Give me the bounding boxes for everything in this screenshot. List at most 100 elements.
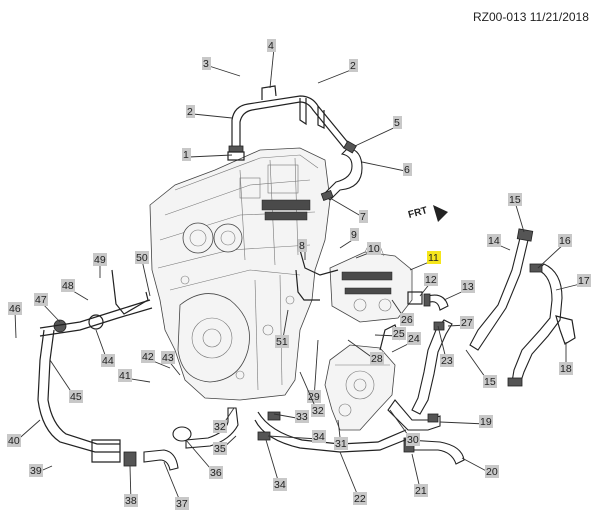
callout-34: 34 [267,430,326,443]
callout-badge-3 [202,57,211,70]
callout-badge-5 [393,116,402,129]
callout-badge-36 [209,466,223,479]
leader-line-3 [208,65,241,77]
callout-label-43: 43 [162,352,174,364]
bracket-50 [111,269,149,315]
oring-44 [88,314,104,330]
callout-34: 34 [265,439,287,491]
callout-badge-24 [407,332,421,345]
callout-badge-1 [182,148,191,161]
leader-line-19 [439,421,487,425]
callout-label-22: 22 [354,493,366,505]
callout-badge-20 [485,465,499,478]
callout-16: 16 [537,234,572,269]
callout-label-37: 37 [176,498,188,510]
callout-badge-28 [370,352,384,365]
callout-label-15: 15 [484,376,496,388]
pipe-9 [299,249,339,276]
callout-badge-16 [558,234,572,247]
callout-badge-35 [213,442,227,455]
leader-line-16 [537,242,566,269]
callout-4: 4 [267,39,276,89]
callout-label-33: 33 [296,411,308,423]
callout-1: 1 [182,148,233,161]
pipe-upper-left [39,299,151,329]
callout-badge-21 [414,484,428,497]
pipe-40 [37,329,120,453]
callout-label-5: 5 [394,117,400,129]
callout-label-27: 27 [461,317,473,329]
callout-21: 21 [411,453,428,497]
callout-24: 24 [391,332,421,353]
callout-50: 50 [135,251,151,297]
callout-label-12: 12 [425,274,437,286]
callout-15: 15 [465,349,497,388]
callout-badge-6 [403,163,412,176]
callout-48: 48 [61,279,89,301]
callout-label-10: 10 [368,243,380,255]
callout-badge-4 [267,39,276,52]
callout-badge-47 [34,293,48,306]
callout-14: 14 [487,234,511,251]
callout-32: 32 [213,407,235,433]
callout-2: 2 [317,59,358,84]
callout-label-1: 1 [183,149,189,161]
callout-40: 40 [7,419,41,447]
front-label: FRT [407,205,429,221]
callout-43: 43 [161,351,181,376]
callout-9: 9 [339,228,359,249]
callout-badge-23 [440,354,454,367]
callout-label-24: 24 [408,333,420,345]
callout-2: 2 [186,105,233,119]
callout-badge-37 [175,497,189,510]
leader-line-1 [188,154,233,158]
leader-line-15 [514,201,525,233]
callout-label-47: 47 [35,294,47,306]
callout-11: 11 [409,251,441,271]
callout-badge-34 [273,478,287,491]
callout-badge-30 [406,433,420,446]
callout-20: 20 [461,457,499,478]
pipe-40-fitting [91,439,121,463]
callout-label-45: 45 [70,391,82,403]
callout-label-23: 23 [441,355,453,367]
callout-23: 23 [437,325,454,367]
leader-line-29 [313,339,319,400]
callout-37: 37 [163,461,189,510]
pipe-51 [295,269,320,301]
callout-45: 45 [49,359,83,403]
callout-badge-41 [118,369,132,382]
callout-18: 18 [559,342,573,375]
callout-39: 39 [29,464,53,477]
callout-badge-13 [461,280,475,293]
callout-12: 12 [419,273,438,297]
callout-label-31: 31 [335,438,347,450]
callout-44: 44 [95,329,115,367]
callout-layer: 1223456789101112131415151617181920212223… [7,39,591,510]
hose-20 [407,439,465,465]
callout-badge-18 [559,362,573,375]
callout-label-2: 2 [350,60,356,72]
callout-6: 6 [361,161,412,176]
leader-line-6 [361,161,411,173]
callout-17: 17 [555,274,591,291]
callout-badge-38 [124,494,138,507]
callout-badge-29 [307,390,321,403]
hose-17 [511,263,563,385]
thermostat-housing-11 [329,245,449,323]
callout-label-32: 32 [312,405,324,417]
callout-3: 3 [202,57,241,77]
callout-29: 29 [307,339,321,403]
callout-label-16: 16 [559,235,571,247]
callout-badge-9 [350,228,359,241]
callout-badge-43 [161,351,175,364]
callout-badge-39 [29,464,43,477]
callout-38: 38 [124,465,138,507]
callout-19: 19 [439,415,493,428]
front-direction-indicator: FRT [407,205,448,222]
callout-label-2: 2 [187,106,193,118]
callout-7: 7 [329,197,368,223]
hose-13 [411,319,453,415]
callout-badge-12 [424,273,438,286]
